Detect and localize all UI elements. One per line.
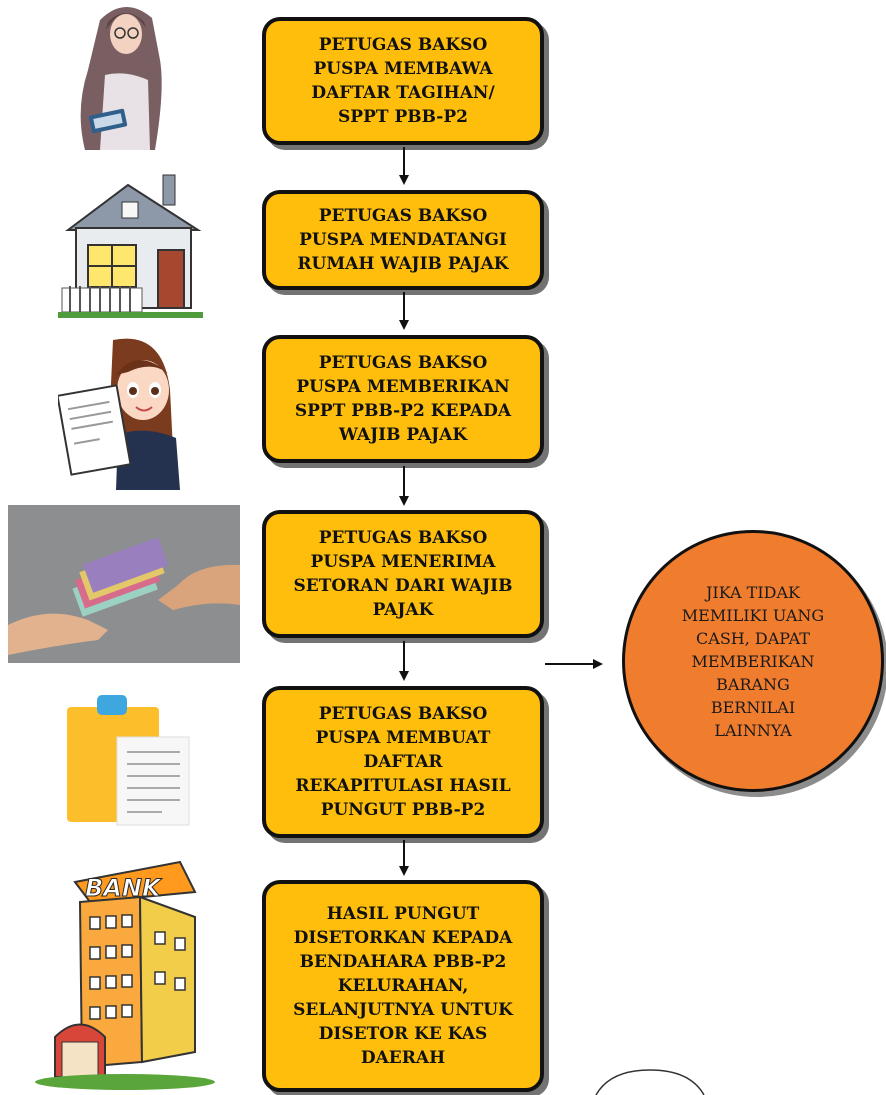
woman-with-clipboard-icon — [80, 6, 162, 150]
arrow-down-2 — [399, 292, 409, 330]
arrow-down-3 — [399, 466, 409, 506]
arrow-down-5 — [399, 840, 409, 876]
house-icon — [58, 174, 203, 318]
side-note-circle: JIKA TIDAK MEMILIKI UANG CASH, DAPAT MEM… — [622, 530, 884, 792]
doodle-circle-icon — [595, 1069, 705, 1095]
cash-handover-icon — [8, 505, 240, 663]
step-3-box: PETUGAS BAKSO PUSPA MEMBERIKAN SPPT PBB-… — [262, 335, 544, 463]
bank-building-icon: BANK — [35, 860, 215, 1090]
step-5-box: PETUGAS BAKSO PUSPA MEMBUAT DAFTAR REKAP… — [262, 686, 544, 838]
arrow-down-4 — [399, 641, 409, 681]
step-2-box: PETUGAS BAKSO PUSPA MENDATANGI RUMAH WAJ… — [262, 190, 544, 290]
arrow-down-1 — [399, 147, 409, 185]
step-1-box: PETUGAS BAKSO PUSPA MEMBAWA DAFTAR TAGIH… — [262, 17, 544, 145]
step-6-box: HASIL PUNGUT DISETORKAN KEPADA BENDAHARA… — [262, 880, 544, 1092]
arrow-right-to-note — [545, 659, 603, 669]
step-4-box: PETUGAS BAKSO PUSPA MENERIMA SETORAN DAR… — [262, 510, 544, 638]
clipboard-list-icon — [67, 695, 190, 826]
woman-holding-document-icon — [58, 338, 180, 490]
